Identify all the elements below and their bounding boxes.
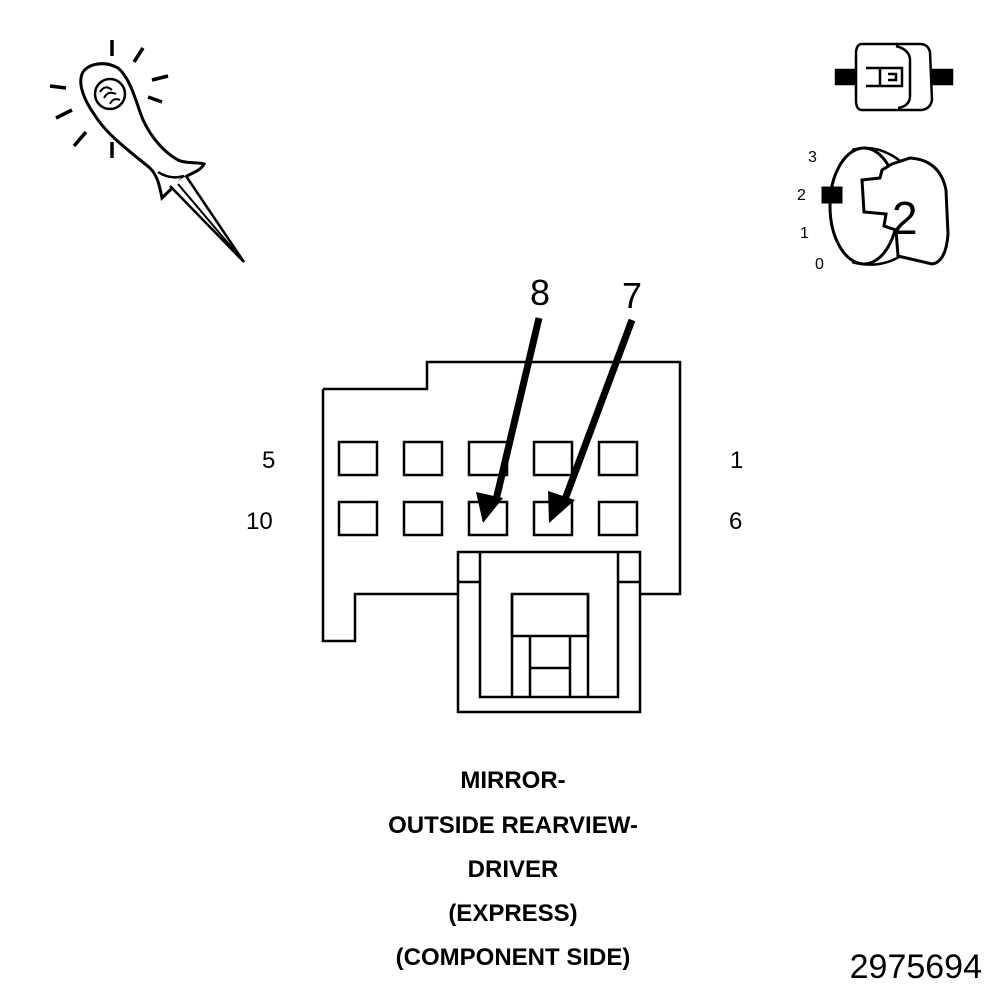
caption-line-5: (COMPONENT SIDE) [396, 944, 631, 971]
probe-arrow-pin-8 [476, 317, 543, 523]
cavity-row-top [337, 440, 639, 477]
pin-label-bottom-left: 10 [246, 508, 273, 535]
key-selected-position: 2 [892, 192, 918, 244]
component-caption: MIRROR- OUTSIDE REARVIEW- DRIVER (EXPRES… [388, 767, 638, 971]
caption-line-3: DRIVER [468, 856, 559, 883]
probe-pin-label-7: 7 [622, 275, 642, 316]
connector-disconnected-icon [834, 42, 954, 112]
pin-label-bottom-right: 6 [729, 508, 742, 535]
test-probe-light-icon [49, 40, 246, 263]
pin-label-top-left: 5 [262, 447, 275, 474]
probe-pin-label-8: 8 [530, 272, 550, 313]
ignition-key-icon [821, 146, 950, 266]
caption-line-4: (EXPRESS) [448, 900, 577, 927]
figure-number: 2975694 [850, 948, 982, 986]
pin-label-top-right: 1 [730, 447, 743, 474]
probe-arrow-pin-7 [548, 318, 636, 523]
caption-line-1: MIRROR- [460, 767, 565, 794]
key-position-2: 2 [797, 187, 806, 204]
key-position-3: 3 [808, 149, 817, 166]
connector-housing [321, 360, 682, 714]
caption-line-2: OUTSIDE REARVIEW- [388, 812, 638, 839]
key-position-1: 1 [800, 225, 809, 242]
key-position-0: 0 [815, 256, 824, 273]
